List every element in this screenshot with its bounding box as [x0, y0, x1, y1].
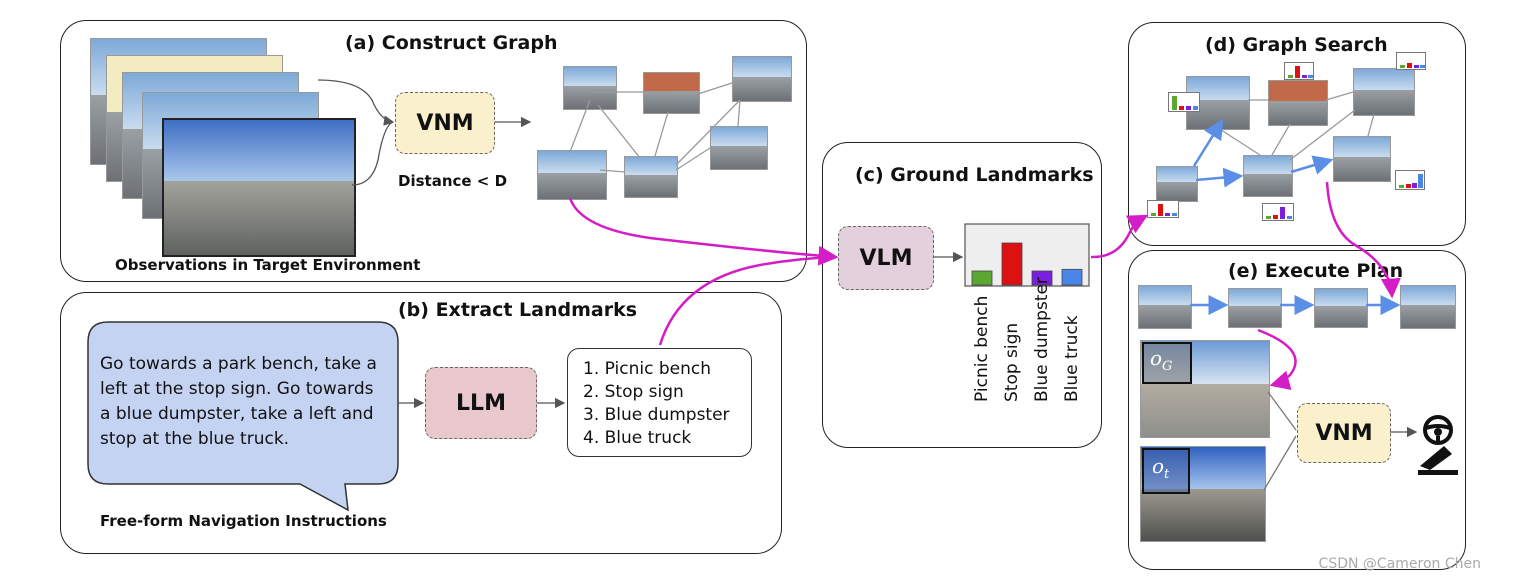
observations-caption: Observations in Target Environment	[115, 256, 421, 274]
bar-stop-sign	[1001, 242, 1023, 286]
pedal-icon	[1418, 446, 1458, 475]
landmark-item: 2. Stop sign	[583, 382, 684, 402]
mini-score-chart	[1147, 200, 1179, 218]
plan-step-thumbnail	[1314, 288, 1368, 328]
instruction-text: Go towards a park bench, take a left at …	[100, 354, 377, 449]
observation-frame	[162, 118, 356, 257]
search-node-thumbnail	[1353, 68, 1415, 116]
mini-score-chart	[1284, 62, 1314, 80]
bar-blue-truck	[1061, 268, 1083, 286]
graph-node-thumbnail	[732, 56, 792, 102]
landmark-list: 1. Picnic bench 2. Stop sign 3. Blue dum…	[583, 358, 730, 450]
bar-picnic-bench	[971, 270, 993, 286]
landmark-item: 1. Picnic bench	[583, 359, 711, 379]
mini-score-chart	[1262, 203, 1294, 221]
vnm-node-execute: VNM	[1297, 403, 1391, 463]
panel-c-title: (c) Ground Landmarks	[855, 164, 1094, 186]
goal-label-box	[1142, 342, 1192, 384]
distance-caption: Distance < D	[398, 172, 508, 190]
current-label: ot	[1152, 454, 1169, 482]
mini-score-chart	[1395, 170, 1425, 190]
search-node-thumbnail	[1268, 80, 1328, 126]
search-node-thumbnail	[1156, 166, 1198, 202]
goal-label-symbol: o	[1150, 346, 1163, 370]
instruction-caption: Free-form Navigation Instructions	[100, 512, 387, 530]
mini-score-chart	[1168, 92, 1200, 112]
graph-node-thumbnail	[643, 72, 700, 114]
current-observation	[1140, 446, 1266, 542]
bar-blue-dumpster	[1031, 270, 1053, 286]
panel-d-title: (d) Graph Search	[1205, 34, 1388, 56]
watermark: CSDN @Cameron Chen	[1318, 556, 1481, 572]
plan-step-thumbnail	[1228, 288, 1282, 328]
panel-a-title: (a) Construct Graph	[345, 32, 558, 54]
mini-score-chart	[1396, 52, 1426, 70]
landmark-item: 4. Blue truck	[583, 428, 692, 448]
search-node-thumbnail	[1333, 136, 1391, 182]
steering-wheel-icon	[1423, 415, 1453, 445]
landmark-item: 3. Blue dumpster	[583, 405, 730, 425]
current-label-symbol: o	[1152, 454, 1165, 478]
graph-node-thumbnail	[624, 156, 678, 198]
panel-ground-landmarks	[822, 142, 1102, 448]
graph-node-thumbnail	[710, 126, 768, 170]
landmark-list-box	[567, 348, 752, 457]
panel-e-title: (e) Execute Plan	[1228, 260, 1404, 282]
graph-node-thumbnail	[537, 150, 607, 200]
panel-b-title: (b) Extract Landmarks	[398, 299, 638, 321]
goal-label-sub: G	[1162, 359, 1173, 374]
current-label-box	[1142, 448, 1190, 494]
llm-node: LLM	[425, 367, 537, 439]
vnm-node-construct: VNM	[395, 92, 495, 154]
plan-step-thumbnail	[1400, 285, 1456, 329]
current-label-sub: t	[1164, 467, 1170, 482]
search-node-thumbnail	[1243, 155, 1293, 197]
plan-step-thumbnail	[1138, 285, 1192, 329]
goal-label: oG	[1150, 346, 1172, 374]
vlm-node: VLM	[838, 226, 934, 290]
